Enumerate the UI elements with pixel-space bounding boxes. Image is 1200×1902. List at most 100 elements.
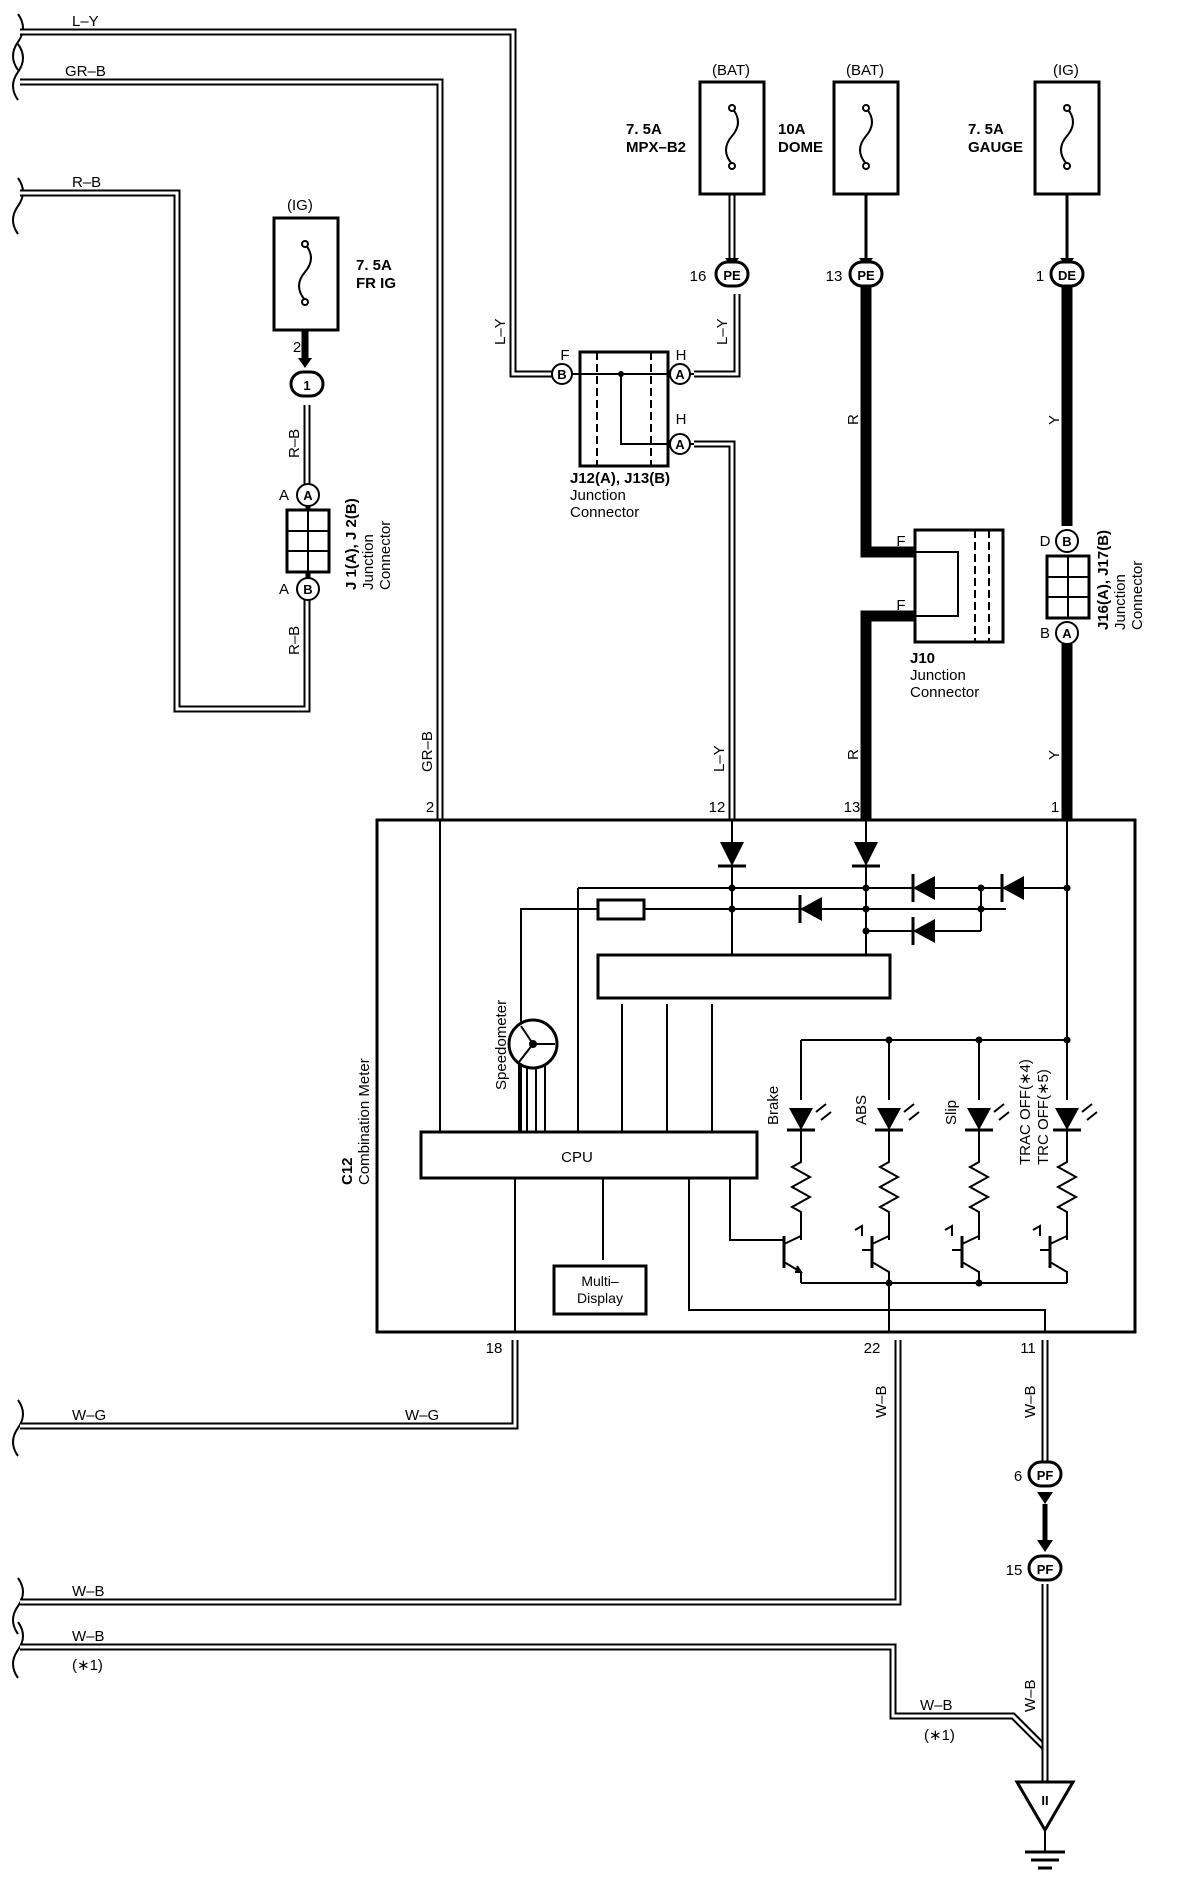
- connector-pe13: PE 13: [826, 258, 884, 288]
- svg-text:Multi–: Multi–: [581, 1273, 619, 1289]
- svg-text:L–Y: L–Y: [72, 13, 99, 30]
- fuse-source: (IG): [1053, 62, 1079, 79]
- svg-text:Y: Y: [1046, 415, 1063, 425]
- connector-pf6: PF 6: [1014, 1460, 1063, 1552]
- svg-text:L–Y: L–Y: [711, 745, 728, 772]
- junction-title: J10: [910, 650, 935, 667]
- svg-text:A: A: [279, 487, 289, 504]
- fuse-name: MPX–B2: [626, 139, 686, 156]
- svg-text:Junction: Junction: [910, 667, 966, 684]
- svg-text:D: D: [1040, 533, 1051, 550]
- wire-labels: L–Y GR–B R–B L–Y L–Y R–B R–B GR–B L–Y R …: [65, 13, 1063, 1744]
- svg-text:R–B: R–B: [286, 429, 303, 458]
- svg-text:2: 2: [293, 339, 301, 356]
- indicator-label: Slip: [943, 1100, 960, 1125]
- svg-text:Connector: Connector: [377, 521, 394, 590]
- svg-text:W–G: W–G: [72, 1407, 106, 1424]
- svg-text:13: 13: [826, 268, 843, 285]
- wire-rb: [20, 189, 311, 713]
- meter-name: Combination Meter: [356, 1058, 373, 1185]
- svg-text:Display: Display: [577, 1290, 623, 1306]
- svg-text:11: 11: [1020, 1340, 1036, 1357]
- svg-text:R–B: R–B: [286, 626, 303, 655]
- svg-text:W–B: W–B: [72, 1583, 105, 1600]
- fuse-fr-ig: (IG) 7. 5A FR IG: [272, 197, 396, 332]
- fuse-source: (BAT): [846, 62, 884, 79]
- svg-text:W–B: W–B: [1022, 1385, 1039, 1418]
- svg-text:6: 6: [1014, 1468, 1022, 1485]
- svg-text:W–B: W–B: [1022, 1679, 1039, 1712]
- svg-text:A: A: [1062, 626, 1072, 641]
- svg-text:A: A: [675, 437, 685, 452]
- svg-text:F: F: [896, 597, 905, 614]
- diode-3: [798, 895, 822, 923]
- diode-ly: [718, 842, 746, 868]
- fuse-source: (BAT): [712, 62, 750, 79]
- fuse-mpx-b2: (BAT) 7. 5A MPX–B2: [626, 62, 766, 196]
- combination-meter: C12 Combination Meter 2 12 13 1 18 22 11: [339, 799, 1137, 1357]
- svg-text:R–B: R–B: [72, 174, 101, 191]
- svg-text:DE: DE: [1058, 268, 1076, 283]
- fuse-rating: 7. 5A: [968, 121, 1004, 138]
- ground-symbol: II: [1014, 1780, 1076, 1870]
- svg-text:B: B: [557, 367, 566, 382]
- svg-text:2: 2: [426, 799, 434, 816]
- svg-text:II: II: [1041, 1793, 1048, 1808]
- svg-text:L–Y: L–Y: [714, 318, 731, 345]
- svg-text:13: 13: [844, 799, 861, 816]
- svg-text:Junction: Junction: [360, 534, 377, 590]
- svg-text:A: A: [279, 581, 289, 598]
- junction-j16-j17: B D A B J16(A), J17(B) Junction Connecto…: [1040, 529, 1146, 645]
- indicator-label: Brake: [765, 1086, 782, 1125]
- svg-text:(∗1): (∗1): [924, 1727, 955, 1744]
- svg-text:16: 16: [690, 268, 707, 285]
- speedometer-label: Speedometer: [493, 1000, 510, 1090]
- indicator-trac-off: TRAC OFF(∗4) TRC OFF(∗5): [1017, 1059, 1098, 1240]
- svg-text:W–G: W–G: [405, 1407, 439, 1424]
- resistor: [596, 898, 646, 921]
- fuse-gauge: (IG) 7. 5A GAUGE: [968, 62, 1101, 196]
- junction-title: J12(A), J13(B): [570, 470, 670, 487]
- svg-text:A: A: [675, 367, 685, 382]
- svg-text:PF: PF: [1037, 1562, 1054, 1577]
- svg-text:1: 1: [1051, 799, 1059, 816]
- junction-title: J16(A), J17(B): [1095, 530, 1112, 630]
- indicator-label: TRC OFF(∗5): [1035, 1069, 1052, 1165]
- transistors: [775, 1224, 1068, 1283]
- speedometer-gauge: Speedometer: [493, 1000, 559, 1132]
- svg-text:Junction: Junction: [570, 487, 626, 504]
- svg-text:Y: Y: [1046, 750, 1063, 760]
- svg-text:B: B: [1040, 625, 1050, 642]
- svg-text:B: B: [303, 582, 312, 597]
- fuse-rating: 10A: [778, 121, 806, 138]
- junction-j12-j13: B F A H A H J12(A), J13(B) Junction Conn…: [551, 347, 694, 521]
- svg-text:F: F: [560, 347, 569, 364]
- svg-text:15: 15: [1006, 1562, 1023, 1579]
- diode-2: [1000, 874, 1024, 902]
- fuse-name: FR IG: [356, 275, 396, 292]
- connector-pf15: PF 15: [1006, 1554, 1063, 1582]
- wire-wb-star1: [20, 1643, 1049, 1782]
- svg-text:W–B: W–B: [920, 1697, 953, 1714]
- harness-wires: [20, 28, 1073, 1782]
- svg-text:F: F: [896, 533, 905, 550]
- meter-code: C12: [339, 1157, 356, 1185]
- indicator-abs: ABS: [853, 1095, 920, 1240]
- svg-text:B: B: [1062, 534, 1071, 549]
- power-bus: [596, 953, 892, 1000]
- indicator-label: TRAC OFF(∗4): [1017, 1059, 1034, 1165]
- connector-ig-1: 1 2: [289, 339, 325, 398]
- connector-pe16: PE 16: [690, 258, 750, 288]
- wire-wb-22: [20, 1340, 902, 1606]
- svg-text:GR–B: GR–B: [65, 63, 106, 80]
- svg-text:12: 12: [709, 799, 726, 816]
- diode-4: [911, 917, 935, 945]
- junction-j10: F F J10 Junction Connector: [896, 528, 1005, 701]
- junction-title: J 1(A), J 2(B): [343, 498, 360, 590]
- svg-text:PE: PE: [857, 268, 875, 283]
- svg-text:A: A: [303, 488, 313, 503]
- multi-display-box: [552, 1264, 648, 1316]
- cpu-label: CPU: [561, 1149, 593, 1166]
- fuse-rating: 7. 5A: [626, 121, 662, 138]
